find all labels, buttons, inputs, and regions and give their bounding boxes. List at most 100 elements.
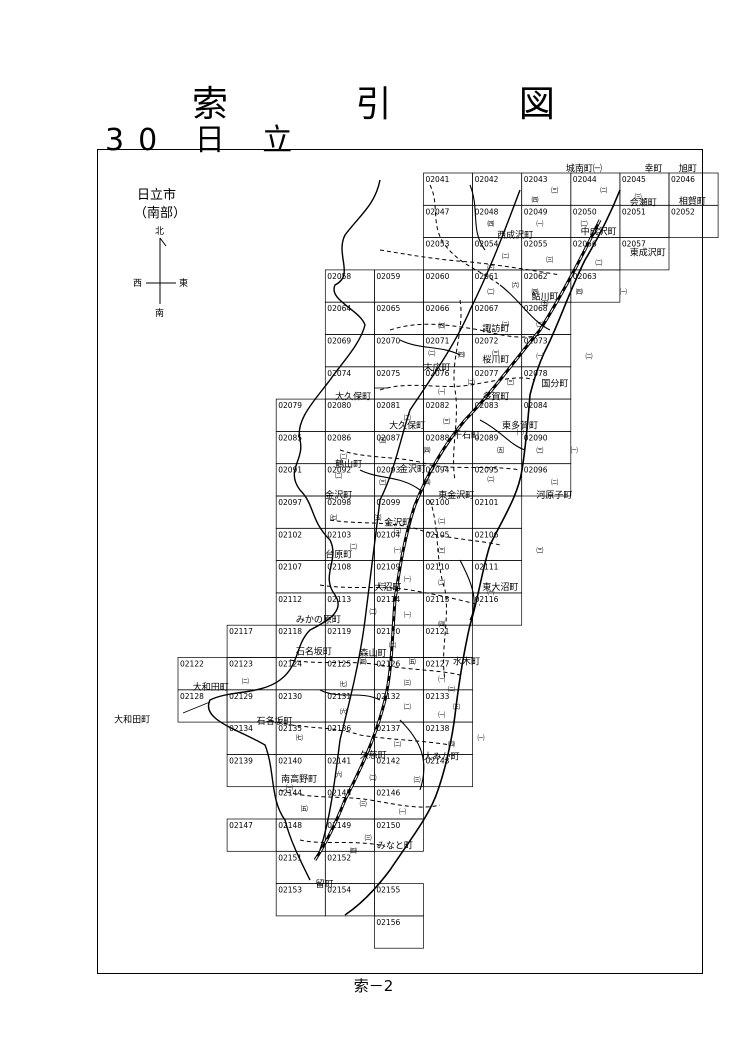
grid-cell-number: 02046	[671, 175, 695, 184]
district-number: ㈢	[492, 348, 499, 357]
index-map-title: 索 引 図	[192, 84, 613, 125]
district-number: ㈡	[335, 471, 342, 480]
town-name: 石名坂町	[257, 715, 293, 727]
district-number: ㈣	[350, 846, 357, 855]
label-layer: 城南町㈠幸町旭町相賀町会瀬町中成沢町東成沢町西成沢町鮎川町諏訪町桜川町末広町国分…	[114, 163, 706, 890]
grid-cell-number: 02098	[327, 498, 351, 507]
grid-cell-number: 02108	[327, 563, 351, 572]
district-number: ㈡	[242, 676, 249, 685]
town-name: 金沢町	[325, 489, 352, 501]
grid-cell-number: 02154	[327, 886, 351, 895]
town-name: 大沼町	[374, 581, 401, 593]
district-number: ㈦	[296, 733, 303, 742]
grid-cell[interactable]	[374, 818, 424, 852]
district-number: ㈣	[532, 195, 539, 204]
district-number: ㈣	[438, 321, 445, 330]
grid-cell-number: 02083	[475, 401, 499, 410]
district-number: ㈡	[502, 252, 509, 261]
town-boundaries	[269, 184, 561, 846]
grid-cell-number: 02130	[278, 692, 302, 701]
district-number: ㈢	[536, 319, 543, 328]
town-name: 金沢町	[399, 463, 426, 475]
coastline	[344, 189, 621, 916]
district-number: ㈥	[512, 281, 519, 290]
grid-cell-number: 02109	[376, 563, 400, 572]
district-number: ㈢	[551, 185, 558, 194]
district-number: ㈡	[600, 185, 607, 194]
town-name: 末広町	[424, 361, 451, 373]
grid-cell-number: 02087	[376, 433, 400, 442]
grid-cell-number: 02062	[524, 272, 548, 281]
grid-cell-number: 02123	[229, 660, 253, 669]
grid-cell-number: 02115	[426, 595, 450, 604]
town-name: 多賀町	[482, 390, 509, 402]
grid-cell-number: 02050	[573, 207, 597, 216]
town-name: みなと町	[377, 840, 413, 851]
district-number: ㈡	[350, 542, 357, 551]
district-number: ㈡	[487, 474, 494, 483]
grid-cell[interactable]	[619, 237, 670, 271]
grid-cell-number: 02047	[426, 207, 450, 216]
town-name: 鶴山町	[335, 458, 362, 470]
grid-cell-number: 02085	[278, 433, 302, 442]
district-number: ㈣	[458, 350, 465, 359]
grid-cell-number: 02143	[426, 756, 450, 765]
grid-cell[interactable]	[570, 269, 621, 303]
town-name: 国分町	[541, 378, 568, 389]
grid-cell[interactable]	[668, 204, 719, 238]
town-name: 大久保町	[389, 419, 425, 431]
district-number: ㈣	[438, 620, 445, 629]
district-number: ㈢	[546, 255, 553, 264]
district-number: ㈢	[404, 678, 411, 687]
district-number: ㈣	[532, 287, 539, 296]
district-number: ㈠	[438, 387, 445, 396]
town-name: 鮎川町	[532, 290, 559, 302]
grid-cell-number: 02041	[426, 175, 450, 184]
town-name: 河原子町	[536, 489, 572, 501]
district-number: ㈤	[497, 445, 504, 454]
page-footer: 索－2	[353, 977, 394, 995]
grid-cell-number: 02081	[376, 401, 400, 410]
grid-cell-number: 02116	[475, 595, 499, 604]
district-number: ㈠	[394, 545, 401, 554]
grid-cell-number: 02128	[180, 692, 204, 701]
grid-cell-number: 02139	[229, 756, 253, 765]
grid-cell-number: 02096	[524, 466, 548, 475]
grid-cell-number: 02084	[524, 401, 548, 410]
grid-cell-number: 02073	[524, 337, 548, 346]
grid-cell-number: 02090	[524, 433, 548, 442]
grid-cell-number: 02133	[426, 692, 450, 701]
grid-cell-number: 02097	[278, 498, 302, 507]
district-number: ㈡	[404, 702, 411, 711]
grid-cell-number: 02113	[327, 595, 351, 604]
grid-cell-number: 02155	[376, 886, 400, 895]
district-number: ㈠	[478, 733, 485, 742]
grid-cell-number: 02118	[278, 627, 302, 636]
grid-cell-number: 02089	[475, 433, 499, 442]
grid-cell[interactable]	[521, 463, 572, 497]
town-name: 桜川町	[482, 353, 509, 365]
district-number: ㈠	[399, 807, 406, 816]
grid-cell-number: 02141	[327, 756, 351, 765]
grid-cell-number: 02146	[376, 789, 400, 798]
town-name: 東金沢町	[438, 489, 474, 501]
district-number: ㈡	[428, 348, 435, 357]
district-number: ㈣	[424, 478, 431, 487]
grid-cell[interactable]	[374, 915, 424, 949]
grid-cell-number: 02056	[573, 240, 597, 249]
district-number: ㈠	[438, 675, 445, 684]
grid-cell-number: 02092	[327, 466, 351, 475]
district-number: ㈥	[340, 707, 347, 716]
district-number: ㈡	[404, 413, 411, 422]
district-number: ㈢	[394, 526, 401, 535]
town-name: 諏訪町	[482, 323, 509, 335]
district-number: ㈢	[365, 833, 372, 842]
district-number: ㈢	[453, 702, 460, 711]
grid-cell-number: 02072	[475, 337, 499, 346]
grid-cell-number: 02058	[327, 272, 351, 281]
grid-cell-number: 02156	[376, 918, 400, 927]
grid-cell-number: 02060	[426, 272, 450, 281]
grid-cell[interactable]	[472, 592, 523, 626]
